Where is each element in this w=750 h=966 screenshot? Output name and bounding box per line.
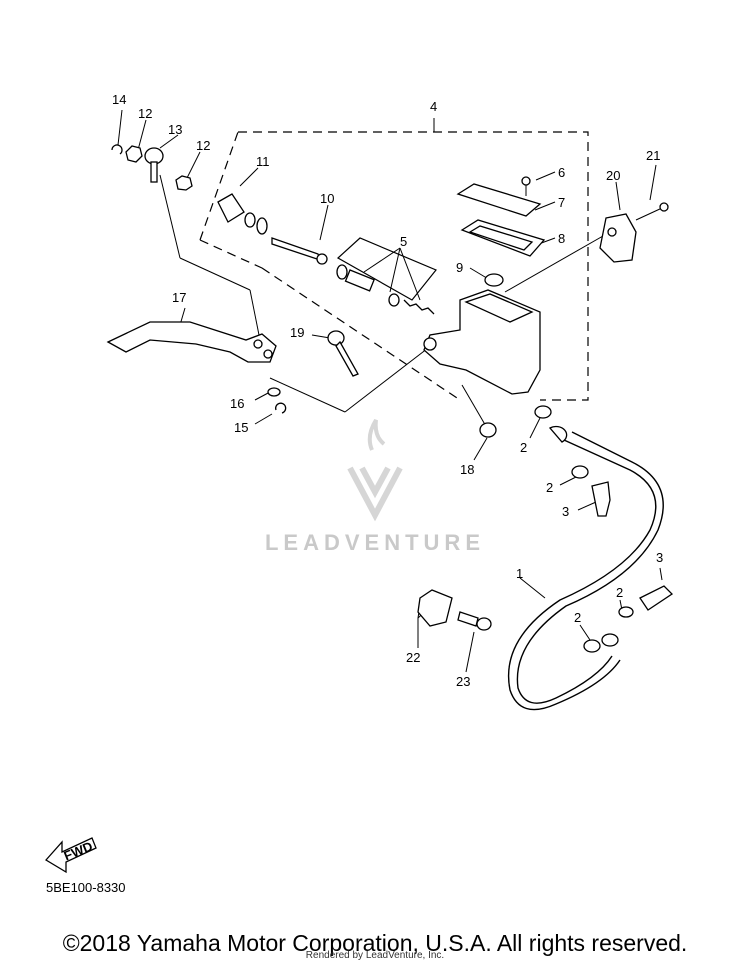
part-16-washer	[267, 387, 281, 397]
callout-2: 2	[546, 480, 553, 495]
callout-15: 15	[234, 420, 248, 435]
callout-22: 22	[406, 650, 420, 665]
part-18-cap	[479, 422, 497, 438]
part-12-nut	[175, 175, 193, 191]
callout-2: 2	[520, 440, 527, 455]
rendered-by-note: Rendered by LeadVenture, Inc.	[305, 950, 445, 961]
callout-13: 13	[168, 122, 182, 137]
part-9-cap	[484, 273, 504, 287]
diagram-ref-code: 5BE100-8330	[46, 880, 126, 895]
watermark-logo	[347, 418, 403, 522]
part-2-washer-a	[534, 405, 552, 419]
callout-16: 16	[230, 396, 244, 411]
callout-23: 23	[456, 674, 470, 689]
callout-11: 11	[256, 154, 270, 169]
callout-3: 3	[562, 504, 569, 519]
part-3-union-bolt-a	[591, 481, 611, 517]
callout-1: 1	[516, 566, 523, 581]
callout-5: 5	[400, 234, 407, 249]
callout-10: 10	[320, 191, 334, 206]
callout-20: 20	[606, 168, 620, 183]
callout-19: 19	[290, 325, 304, 340]
assembly-4-boundary	[199, 131, 589, 401]
callout-14: 14	[112, 92, 126, 107]
part-master-cylinder	[423, 289, 541, 395]
part-6-screw	[521, 176, 531, 196]
copyright-notice: ©2018 Yamaha Motor Corporation, U.S.A. A…	[62, 930, 688, 956]
callout-labels: 1 2 2 2 2 3 3 4 5 6 7 8 9 10 11 12 12 13…	[112, 92, 663, 689]
part-2-washer-d	[618, 606, 634, 618]
callout-18: 18	[460, 462, 474, 477]
fwd-label: FWD	[62, 838, 95, 863]
part-15-circlip	[275, 402, 287, 414]
callout-12: 12	[138, 106, 152, 121]
watermark-text: LEADVENTURE	[264, 530, 485, 555]
part-14-circlip	[111, 144, 123, 155]
part-22-switch	[417, 589, 453, 627]
part-17-lever	[106, 321, 277, 363]
callout-2: 2	[574, 610, 581, 625]
part-1-brake-hose	[507, 425, 664, 711]
part-12-nut-top	[125, 145, 143, 163]
leader-lines	[117, 109, 663, 673]
part-13-pivot-bolt	[144, 147, 164, 183]
callout-17: 17	[172, 290, 186, 305]
callout-3: 3	[656, 550, 663, 565]
part-20-holder	[599, 213, 637, 263]
part-3-union-bolt-b	[639, 585, 674, 611]
callout-4: 4	[430, 99, 437, 114]
part-11-boot	[217, 193, 268, 235]
part-19-bolt	[327, 330, 359, 377]
callout-9: 9	[456, 260, 463, 275]
part-7-reservoir-cap	[456, 183, 542, 217]
part-8-diaphragm	[460, 219, 546, 257]
callout-8: 8	[558, 231, 565, 246]
callout-12: 12	[196, 138, 210, 153]
part-10-push-rod	[271, 237, 328, 265]
part-23-screw	[457, 611, 492, 631]
callout-6: 6	[558, 165, 565, 180]
part-2-washer-b	[571, 465, 589, 479]
callout-7: 7	[558, 195, 565, 210]
callout-2: 2	[616, 585, 623, 600]
part-5-piston-kit	[336, 237, 437, 315]
part-21-bolt	[635, 202, 669, 221]
callout-21: 21	[646, 148, 660, 163]
fwd-arrow-icon: FWD	[44, 837, 97, 874]
part-2-washer-c	[583, 639, 601, 653]
